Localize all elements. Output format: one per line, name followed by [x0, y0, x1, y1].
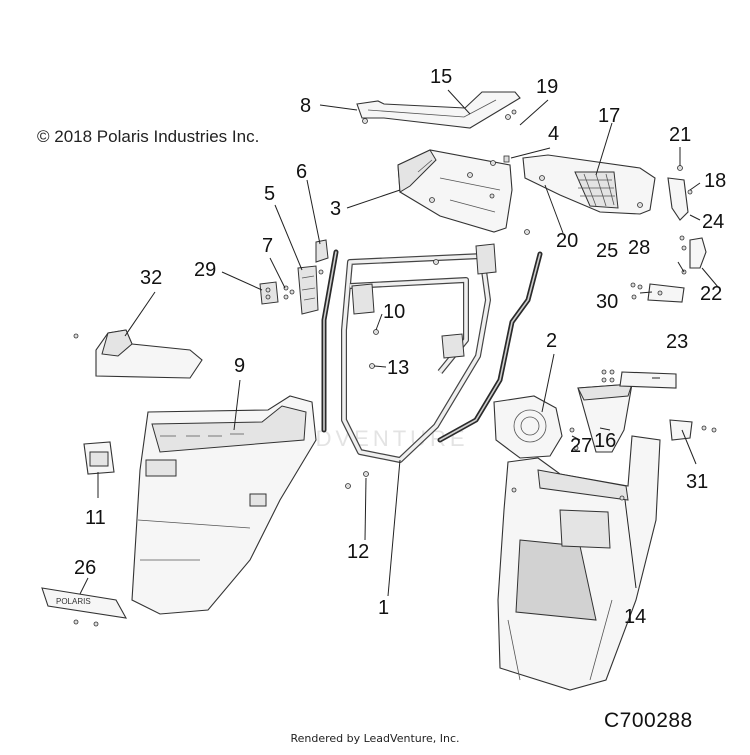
part-7-screws[interactable] [283, 285, 295, 300]
part-3-upper-panel[interactable] [397, 149, 513, 233]
polaris-badge-text: POLARIS [56, 597, 91, 606]
leader-lines [79, 89, 719, 597]
callout-4[interactable]: 4 [548, 123, 559, 145]
part-16-speaker-pod[interactable] [577, 383, 633, 453]
copyright-notice: © 2018 Polaris Industries Inc. [37, 127, 260, 146]
callout-10[interactable]: 10 [383, 301, 405, 323]
callout-5[interactable]: 5 [264, 183, 275, 205]
callout-17[interactable]: 17 [598, 105, 620, 127]
callout-16[interactable]: 16 [594, 430, 616, 452]
callout-6[interactable]: 6 [296, 161, 307, 183]
callout-numbers: 1 2 3 4 5 6 7 8 9 10 11 12 13 14 15 16 1… [74, 66, 726, 628]
callout-2[interactable]: 2 [546, 330, 557, 352]
callout-14[interactable]: 14 [624, 606, 646, 628]
screw [73, 333, 79, 339]
part-6-hinge[interactable] [315, 239, 329, 275]
callout-1[interactable]: 1 [378, 597, 389, 619]
part-19-screw[interactable] [490, 160, 496, 166]
callout-13[interactable]: 13 [387, 357, 409, 379]
footer-credit: Rendered by LeadVenture, Inc. [290, 732, 460, 745]
callout-24[interactable]: 24 [702, 211, 724, 233]
part-26-badge[interactable]: POLARIS [41, 587, 128, 619]
part-2-speaker-bracket[interactable] [493, 395, 579, 459]
part-31-bracket[interactable] [669, 419, 717, 441]
callout-3[interactable]: 3 [330, 198, 341, 220]
part-17-grille-bracket[interactable] [522, 154, 656, 215]
part-23-plate[interactable] [601, 369, 677, 389]
callout-18[interactable]: 18 [704, 170, 726, 192]
callout-29[interactable]: 29 [194, 259, 216, 281]
callout-28[interactable]: 28 [628, 237, 650, 259]
screw [345, 483, 351, 489]
callout-9[interactable]: 9 [234, 355, 245, 377]
callout-7[interactable]: 7 [262, 235, 273, 257]
part-29-hinge-plate[interactable] [259, 281, 279, 305]
screw [93, 621, 99, 627]
callout-22[interactable]: 22 [700, 283, 722, 305]
seal-right[interactable] [437, 251, 543, 443]
callout-21[interactable]: 21 [669, 124, 691, 146]
part-18-bracket[interactable] [667, 165, 693, 221]
part-4-clip[interactable] [503, 155, 510, 163]
callout-15[interactable]: 15 [430, 66, 452, 88]
callout-23[interactable]: 23 [666, 331, 688, 353]
part-15-upper-rail[interactable] [356, 91, 521, 129]
callout-31[interactable]: 31 [686, 471, 708, 493]
callout-12[interactable]: 12 [347, 541, 369, 563]
part-30-plate[interactable] [630, 282, 685, 303]
callout-32[interactable]: 32 [140, 267, 162, 289]
part-11-handle[interactable] [83, 441, 115, 475]
callout-30[interactable]: 30 [596, 291, 618, 313]
callout-26[interactable]: 26 [74, 557, 96, 579]
part-5-latch[interactable] [297, 265, 319, 315]
callout-25[interactable]: 25 [596, 240, 618, 262]
seal-left[interactable] [321, 249, 339, 433]
callout-19[interactable]: 19 [536, 76, 558, 98]
part-14-door-panel-right[interactable] [497, 435, 661, 691]
part-9-door-panel[interactable] [131, 395, 317, 615]
callout-27[interactable]: 27 [570, 435, 592, 457]
part-12-screw[interactable] [363, 471, 369, 477]
callout-20[interactable]: 20 [556, 230, 578, 252]
callout-11[interactable]: 11 [85, 507, 106, 529]
screw [524, 229, 530, 235]
part-22-latch-bracket[interactable] [679, 235, 707, 275]
callout-8[interactable]: 8 [300, 95, 311, 117]
diagram-code: C700288 [604, 709, 693, 732]
part-1-door-frame[interactable] [341, 243, 497, 463]
screw [73, 619, 79, 625]
part-32-armrest[interactable] [95, 329, 203, 379]
